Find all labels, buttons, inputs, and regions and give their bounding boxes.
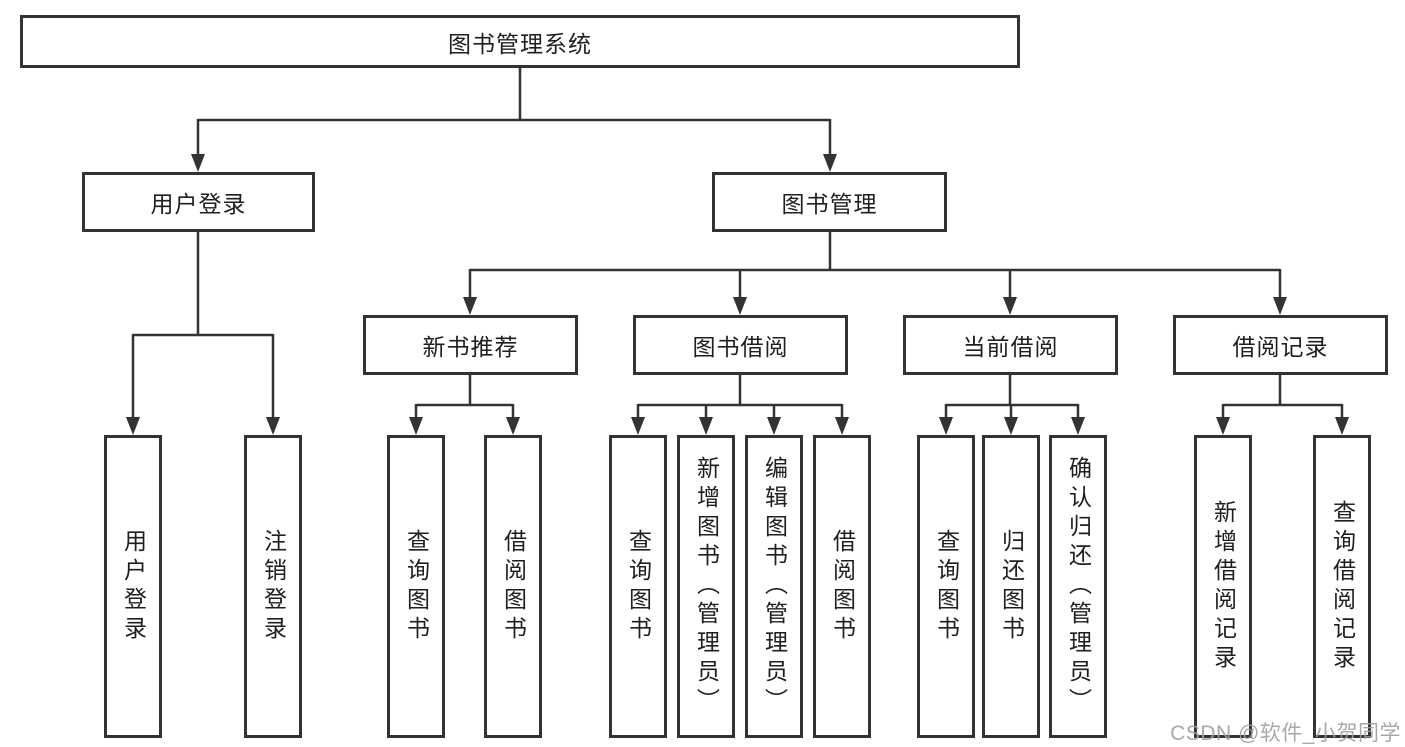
node-label: 当前借阅 (962, 334, 1059, 360)
node-leaf-query-books-borrow: 查询图书 (609, 435, 667, 738)
node-leaf-add-borrow-record: 新增借阅记录 (1194, 435, 1252, 738)
node-label: 查询图书 (933, 528, 960, 645)
node-new-book-recommend: 新书推荐 (363, 315, 578, 375)
node-label: 新增借阅记录 (1210, 499, 1237, 674)
node-label: 图书借阅 (692, 334, 789, 360)
node-label: 图书管理 (781, 191, 878, 217)
node-user-login-module: 用户登录 (82, 172, 315, 232)
node-book-management-module: 图书管理 (712, 172, 947, 232)
csdn-watermark: CSDN @软件_小贺同学 (1170, 722, 1401, 745)
node-label: 借阅图书 (500, 528, 527, 645)
node-label: 新增图书（管理员） (693, 456, 720, 717)
node-borrow-records: 借阅记录 (1173, 315, 1388, 375)
node-book-borrow: 图书借阅 (633, 315, 848, 375)
node-leaf-query-books-current: 查询图书 (917, 435, 975, 738)
node-label: 编辑图书（管理员） (761, 456, 788, 717)
node-leaf-logout: 注销登录 (244, 435, 302, 738)
node-label: 确认归还（管理员） (1065, 456, 1092, 717)
node-label: 查询图书 (403, 528, 430, 645)
node-current-borrow: 当前借阅 (903, 315, 1118, 375)
node-leaf-borrow-books-recommend: 借阅图书 (484, 435, 542, 738)
node-label: 查询借阅记录 (1329, 499, 1356, 674)
node-label: 注销登录 (260, 528, 287, 645)
node-leaf-user-login: 用户登录 (104, 435, 162, 738)
node-leaf-edit-books-admin: 编辑图书（管理员） (745, 435, 803, 738)
node-label: 新书推荐 (422, 334, 519, 360)
node-leaf-query-books-recommend: 查询图书 (387, 435, 445, 738)
node-label: 查询图书 (625, 528, 652, 645)
arrowheads (126, 154, 1349, 435)
node-label: 用户登录 (150, 191, 247, 217)
node-leaf-borrow-books: 借阅图书 (813, 435, 871, 738)
node-leaf-query-borrow-record: 查询借阅记录 (1313, 435, 1371, 738)
node-label: 归还图书 (998, 528, 1025, 645)
node-label: 借阅记录 (1232, 334, 1329, 360)
node-leaf-return-books: 归还图书 (982, 435, 1040, 738)
node-leaf-add-books-admin: 新增图书（管理员） (677, 435, 735, 738)
node-leaf-confirm-return-admin: 确认归还（管理员） (1049, 435, 1107, 738)
node-label: 用户登录 (120, 528, 147, 645)
node-label: 图书管理系统 (448, 30, 592, 57)
node-label: 借阅图书 (829, 528, 856, 645)
node-root-system: 图书管理系统 (20, 15, 1020, 68)
